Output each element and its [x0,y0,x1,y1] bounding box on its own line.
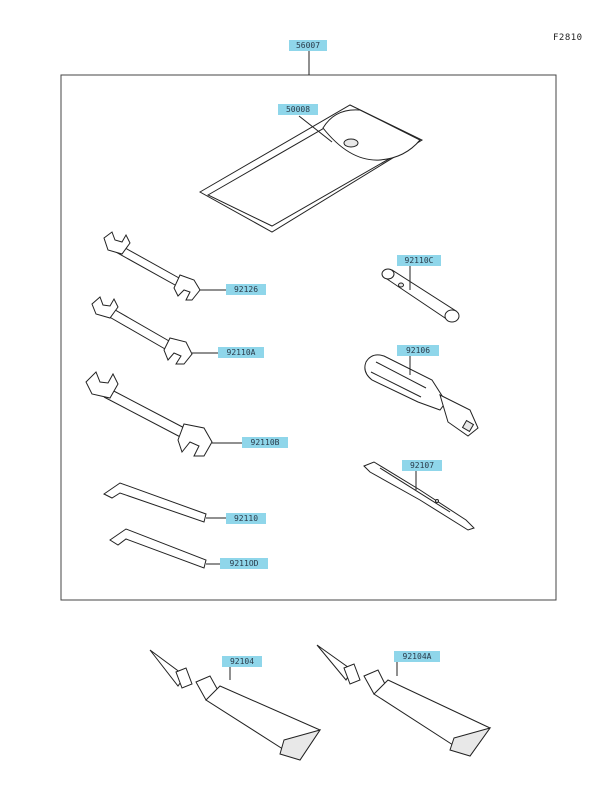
hex-key-short [109,528,222,569]
figure-id: F2810 [553,33,583,43]
open-end-wrench-medium [91,296,220,365]
callout-wrench-3[interactable]: 92110B [242,437,288,448]
hex-key-long [103,482,228,523]
callout-grease-tube-1[interactable]: 92104 [222,656,262,667]
callout-wrench-1[interactable]: 92126 [226,284,266,295]
callout-hex-key-1[interactable]: 92110 [226,513,266,524]
open-end-wrench-small [103,231,228,301]
box-wrench [381,265,460,323]
callout-handle[interactable]: 92106 [397,345,439,356]
callout-wrench-2[interactable]: 92110A [218,347,264,358]
tool-bag [198,104,424,233]
callout-screwdriver[interactable]: 92107 [402,460,442,471]
grease-tube-1 [149,649,322,761]
callout-hex-key-2[interactable]: 9211OD [220,558,268,569]
tool-handle [364,354,479,437]
callout-box-wrench[interactable]: 92110C [397,255,441,266]
screwdriver [363,461,475,531]
callout-grease-tube-2[interactable]: 92104A [394,651,440,662]
grease-tube-2 [316,644,492,757]
open-end-wrench-large [85,371,244,457]
callout-bag[interactable]: 50008 [278,104,318,115]
callout-kit[interactable]: 56007 [289,40,327,51]
